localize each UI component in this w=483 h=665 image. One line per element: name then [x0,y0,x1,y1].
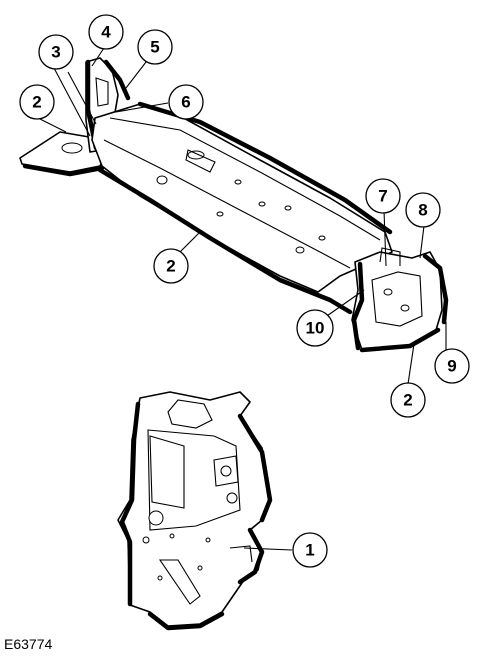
callout-2-right: 2 [390,382,426,418]
callout-7: 7 [365,178,401,214]
callout-10: 10 [296,309,334,347]
callout-3: 3 [38,34,74,70]
panel-recess [149,435,185,509]
callout-9: 9 [434,348,470,384]
svg-text:10: 10 [306,319,325,338]
figure-id-label: E63774 [4,636,53,652]
main-rail-lower-edge [97,167,353,315]
svg-text:4: 4 [101,23,111,42]
svg-text:8: 8 [418,201,427,220]
cross-member-assembly [19,57,449,353]
svg-text:7: 7 [378,187,387,206]
callout-4: 4 [88,14,124,50]
svg-text:2: 2 [32,93,41,112]
leader-lines [37,47,447,551]
svg-text:9: 9 [447,357,456,376]
svg-text:6: 6 [181,93,190,112]
callout-2-left: 2 [19,84,55,120]
callout-1: 1 [292,532,328,568]
svg-text:2: 2 [403,391,412,410]
callout-8: 8 [405,192,441,228]
inner-panel-assembly [117,391,273,631]
svg-text:2: 2 [166,257,175,276]
svg-text:5: 5 [150,38,159,57]
callout-5: 5 [137,29,173,65]
callout-2-middle: 2 [153,248,189,284]
svg-text:1: 1 [305,541,314,560]
main-rail [91,103,393,293]
left-end-plate-edge [22,163,105,177]
callout-6: 6 [168,84,204,120]
svg-text:3: 3 [51,43,60,62]
